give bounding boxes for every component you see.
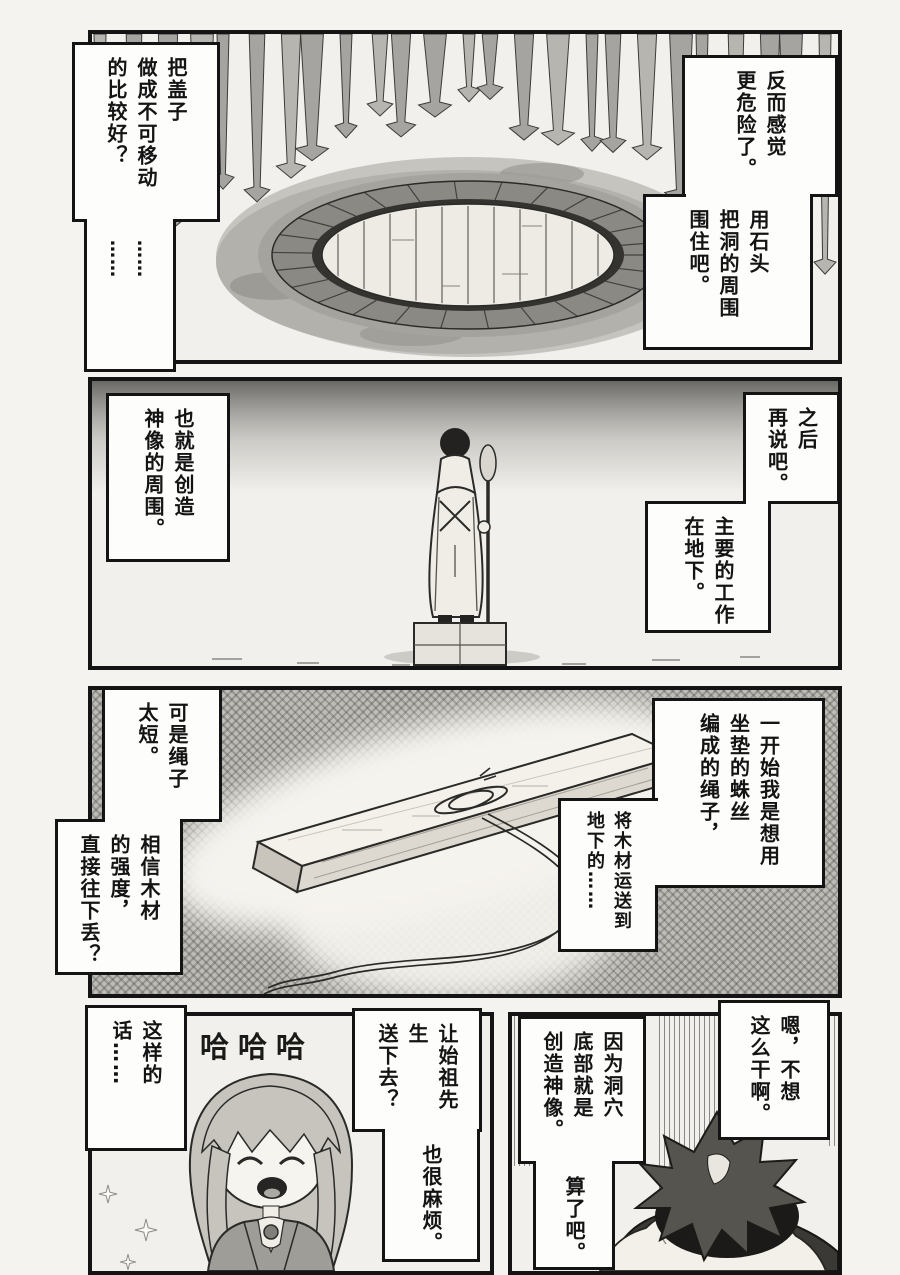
bubble-text: 之后 再说吧。 xyxy=(764,407,819,495)
bubble-text: 反而感觉 更危险了。 xyxy=(733,70,787,180)
bubble-text: 主要的工作 在地下。 xyxy=(681,516,735,626)
speech-bubble-main-work: 主要的工作 在地下。 xyxy=(645,501,771,633)
bubble-seam xyxy=(105,819,180,825)
speech-bubble-statue-surround: 也就是创造 神像的周围。 xyxy=(106,393,230,562)
speech-bubble-troublesome: 也很麻烦。 xyxy=(382,1129,480,1262)
panel-4-right-art xyxy=(512,1016,838,1271)
speech-bubble-cave-bottom: 因为洞穴 底部就是 创造神像。 xyxy=(518,1016,646,1164)
bubble-seam xyxy=(686,194,810,200)
cloaked-character xyxy=(599,1109,838,1271)
bubble-text: 也很麻烦。 xyxy=(419,1144,443,1254)
speech-bubble-rope-short: 可是绳子 太短。 xyxy=(102,687,222,822)
bubble-text: 把盖子 做成不可移动 的比较好？ xyxy=(104,57,188,189)
speech-bubble-surround-stones: 用石头 把洞的周围 围住吧。 xyxy=(643,194,813,350)
panel-3-art xyxy=(169,703,715,994)
bubble-seam xyxy=(746,501,768,507)
speech-bubble-ask-ancestor: 让始祖先生 送下去？ xyxy=(352,1008,482,1132)
speech-bubble-transport: 将木材运送到 地下的…… xyxy=(558,798,658,952)
speech-bubble-more-dangerous: 反而感觉 更危险了。 xyxy=(682,55,838,197)
bubble-seam xyxy=(536,1161,612,1167)
speech-bubble-later: 之后 再说吧。 xyxy=(743,392,840,504)
speech-bubble-lid-question: 把盖子 做成不可移动 的比较好？ xyxy=(72,42,220,222)
bubble-seam xyxy=(651,801,659,885)
bubble-text: 用石头 把洞的周围 围住吧。 xyxy=(686,209,770,319)
bubble-seam xyxy=(385,1129,477,1135)
bubble-text: 将木材运送到 地下的…… xyxy=(584,811,632,931)
wood-beam xyxy=(251,732,681,894)
statue xyxy=(212,428,760,666)
bubble-text: 一开始我是想用 坐垫的蛛丝 编成的绳子， xyxy=(696,713,781,867)
bubble-text: …… …… xyxy=(106,240,154,278)
speech-bubble-throw-down: 相信木材 的强度， 直接往下丢？ xyxy=(55,819,183,975)
bubble-text: 这样的 话…… xyxy=(109,1020,163,1086)
laugh-text: 哈哈哈 xyxy=(200,1030,315,1064)
speech-bubble-lid-question-dots: …… …… xyxy=(84,219,176,372)
bubble-text: 相信木材 的强度， 直接往下丢？ xyxy=(77,834,161,966)
girl-character xyxy=(188,1072,354,1271)
bubble-text: 可是绳子 太短。 xyxy=(135,702,189,790)
bubble-text: 嗯，不想 这么干啊。 xyxy=(747,1015,801,1125)
bubble-text: 因为洞穴 底部就是 创造神像。 xyxy=(540,1031,624,1141)
speech-bubble-dont-want: 嗯，不想 这么干啊。 xyxy=(718,1000,830,1140)
speech-bubble-in-that-case: 这样的 话…… xyxy=(85,1005,187,1151)
speech-bubble-rope-idea: 一开始我是想用 坐垫的蛛丝 编成的绳子， xyxy=(652,698,825,888)
bubble-text: 算了吧。 xyxy=(562,1176,586,1264)
speech-bubble-forget-it: 算了吧。 xyxy=(533,1161,615,1270)
bubble-text: 也就是创造 神像的周围。 xyxy=(141,408,195,540)
bubble-seam xyxy=(87,219,173,225)
bubble-text: 让始祖先生 送下去？ xyxy=(375,1023,459,1111)
pit-with-lid xyxy=(216,157,720,357)
panel-4-left-art xyxy=(98,1072,479,1271)
